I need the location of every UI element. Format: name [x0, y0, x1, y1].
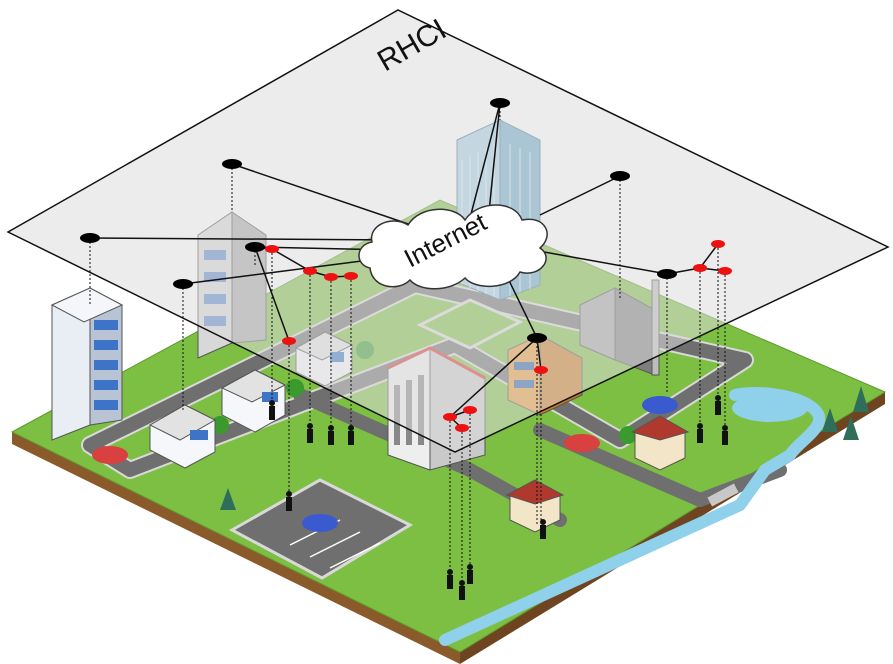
node-icon — [610, 171, 630, 181]
tree-icon — [853, 386, 869, 412]
node-icon — [222, 159, 242, 169]
person-icon — [269, 400, 275, 420]
house-icon — [148, 404, 217, 469]
person-icon — [447, 569, 453, 589]
sub-node-icon — [303, 267, 317, 275]
person-icon — [328, 425, 334, 445]
sub-node-icon — [324, 273, 338, 281]
car-icon — [642, 396, 678, 414]
person-icon — [697, 423, 703, 443]
bridge — [707, 483, 739, 507]
tree-icon — [286, 379, 304, 397]
sub-node-icon — [463, 406, 477, 414]
red-nodes — [265, 240, 732, 432]
sub-node-icon — [282, 337, 296, 345]
person-icon — [348, 425, 354, 445]
tree-icon — [843, 416, 859, 440]
black-nodes — [80, 98, 677, 343]
projection-lines — [89, 103, 726, 585]
tree-icon — [822, 408, 838, 432]
cars — [92, 396, 678, 532]
sub-node-icon — [344, 272, 358, 280]
pond — [732, 394, 808, 422]
sub-node-icon — [693, 264, 707, 272]
internet-cloud-icon: Internet — [358, 204, 548, 290]
sub-node-icon — [711, 240, 725, 248]
car-icon — [564, 434, 600, 452]
node-icon — [657, 269, 677, 279]
person-icon — [722, 425, 728, 445]
person-icon — [286, 491, 292, 511]
person-icon — [459, 580, 465, 600]
node-icon — [490, 98, 510, 108]
person-icon — [540, 519, 546, 539]
car-icon — [92, 446, 128, 464]
river — [439, 387, 826, 646]
person-icon — [467, 564, 473, 584]
person-icon — [307, 423, 313, 443]
node-icon — [527, 333, 547, 343]
sub-node-icon — [534, 366, 548, 374]
brick-house-icon — [505, 479, 565, 533]
ground-side-left — [12, 432, 460, 664]
brick-house-icon — [630, 415, 690, 471]
sub-node-icon — [443, 413, 457, 421]
node-icon — [80, 233, 100, 243]
tree-icon — [220, 488, 236, 510]
sub-node-icon — [265, 245, 279, 253]
tree-icon — [619, 426, 637, 444]
sub-node-icon — [455, 424, 469, 432]
node-icon — [173, 279, 193, 289]
person-icon — [715, 395, 721, 415]
car-icon — [302, 514, 338, 532]
sub-node-icon — [718, 267, 732, 275]
people — [269, 395, 728, 600]
node-icon — [245, 242, 265, 252]
office-building-icon — [50, 287, 124, 441]
